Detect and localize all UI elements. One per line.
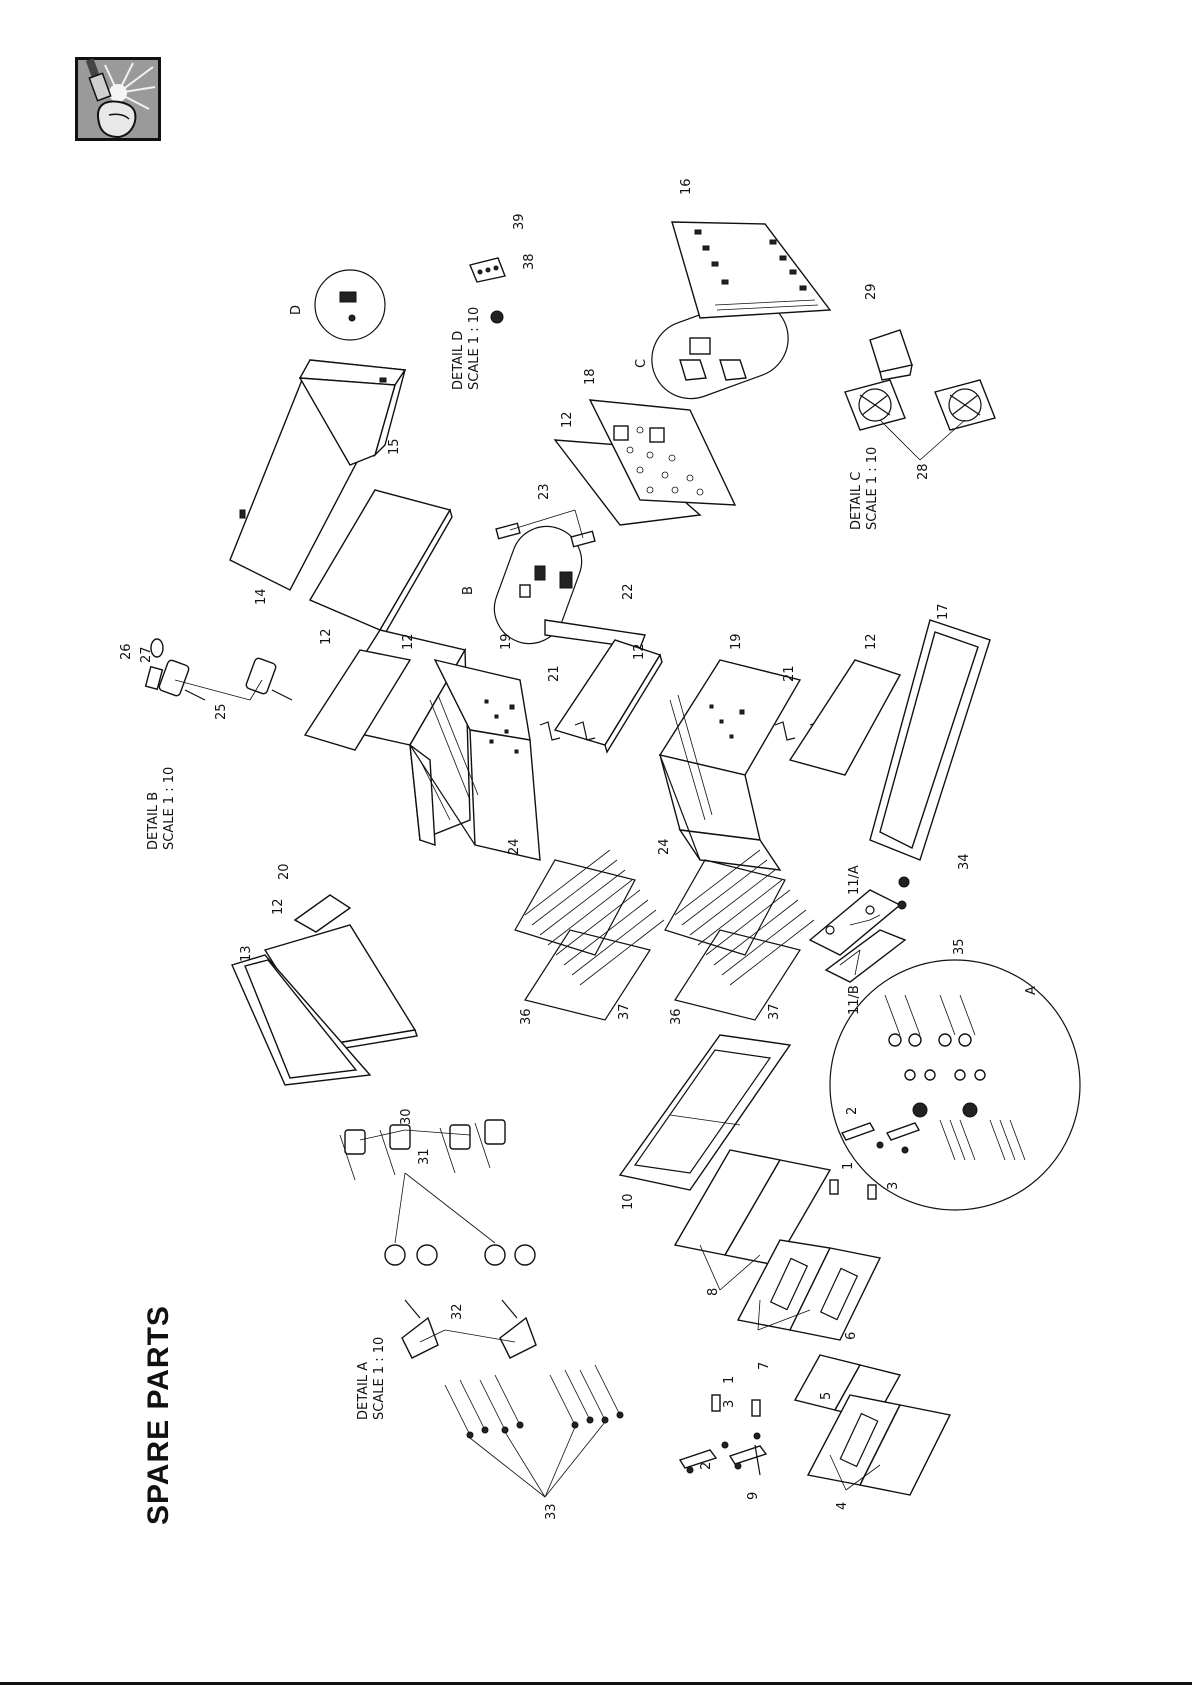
part-label-3-a: 3 (722, 1400, 737, 1408)
part-label-31: 31 (417, 1148, 432, 1165)
switch-part-39 (470, 258, 505, 282)
detail-d-callout (315, 270, 385, 340)
knob-part-38 (491, 311, 503, 323)
part-label-3-b: 3 (886, 1182, 901, 1190)
part-label-6: 6 (844, 1332, 859, 1340)
part-label-12-e: 12 (560, 411, 575, 428)
detail-marker-a: A (1024, 986, 1039, 995)
part-label-4: 4 (835, 1502, 850, 1510)
part-label-26: 26 (119, 643, 134, 660)
part-label-19-b: 19 (729, 633, 744, 650)
part-label-15: 15 (387, 438, 402, 455)
detail-a-title: DETAIL A (356, 1362, 371, 1420)
circuit-board-part-16 (672, 222, 830, 318)
part-label-18: 18 (583, 368, 598, 385)
part-label-5: 5 (819, 1392, 834, 1400)
part-label-10: 10 (621, 1193, 636, 1210)
part-label-32: 32 (450, 1303, 465, 1320)
part-label-34: 34 (957, 853, 972, 870)
part-label-9: 9 (746, 1492, 761, 1500)
detail-d-title: DETAIL D (451, 331, 466, 390)
detail-d-scale: SCALE 1 : 10 (467, 307, 482, 390)
part-label-27: 27 (139, 646, 154, 663)
detail-marker-b: B (461, 586, 476, 595)
cover-part-29 (870, 330, 912, 380)
part-label-24-a: 24 (507, 838, 522, 855)
detail-a-scale: SCALE 1 : 10 (372, 1337, 387, 1420)
racks-part-24-36-37-upper (515, 850, 664, 1020)
part-label-12-b: 12 (401, 633, 416, 650)
part-label-1-a: 1 (722, 1376, 737, 1384)
part-label-39: 39 (512, 213, 527, 230)
part-label-8: 8 (706, 1288, 721, 1296)
parts-34-35 (898, 877, 909, 909)
chamber-part-19-lower (660, 660, 800, 870)
racks-part-24-36-37-lower (665, 850, 814, 1020)
probes-part-33 (445, 1365, 623, 1438)
part-label-20: 20 (277, 863, 292, 880)
part-label-30: 30 (399, 1108, 414, 1125)
part-label-24-b: 24 (657, 838, 672, 855)
part-label-1-b: 1 (841, 1162, 856, 1170)
part-label-19-a: 19 (499, 633, 514, 650)
part-label-25: 25 (214, 703, 229, 720)
part-label-36-a: 36 (519, 1008, 534, 1025)
part-label-11a: 11/A (847, 865, 862, 895)
insulation-panel-part-12-e (790, 660, 900, 775)
part-label-37-b: 37 (767, 1003, 782, 1020)
part-label-22: 22 (621, 583, 636, 600)
part-label-12-d: 12 (864, 633, 879, 650)
part-label-16: 16 (679, 178, 694, 195)
detail-b-parts (146, 639, 292, 700)
part-label-17: 17 (936, 603, 951, 620)
part-label-37-a: 37 (617, 1003, 632, 1020)
part-label-21-a: 21 (547, 665, 562, 682)
handle-part-20 (295, 895, 350, 932)
fans-part-28 (845, 380, 995, 430)
detail-a-callout (830, 960, 1080, 1210)
part-label-36-b: 36 (669, 1008, 684, 1025)
trays-part-4 (808, 1395, 950, 1495)
part-label-14: 14 (254, 588, 269, 605)
part-label-28: 28 (916, 463, 931, 480)
part-label-21-b: 21 (782, 665, 797, 682)
detail-marker-d: D (289, 305, 304, 315)
detail-b-scale: SCALE 1 : 10 (162, 767, 177, 850)
frame-part-17 (870, 620, 990, 860)
part-label-12-a: 12 (319, 628, 334, 645)
part-label-38: 38 (522, 253, 537, 270)
part-label-7: 7 (757, 1362, 772, 1370)
part-label-2-b: 2 (845, 1107, 860, 1115)
part-label-29: 29 (864, 283, 879, 300)
part-label-11b: 11/B (847, 985, 862, 1015)
detail-c-title: DETAIL C (849, 472, 864, 530)
detail-marker-c: C (634, 359, 649, 368)
knobs-part-31 (385, 1245, 535, 1265)
part-label-35: 35 (952, 938, 967, 955)
part-label-13: 13 (239, 945, 254, 962)
part-label-12-c: 12 (632, 643, 647, 660)
rail-part-22 (545, 620, 645, 648)
detail-b-title: DETAIL B (146, 792, 161, 850)
part-label-2-a: 2 (699, 1462, 714, 1470)
lamps-part-32 (402, 1300, 536, 1358)
part-label-12-f: 12 (271, 898, 286, 915)
detail-c-scale: SCALE 1 : 10 (865, 447, 880, 530)
part-label-33: 33 (544, 1503, 559, 1520)
part-label-23: 23 (537, 483, 552, 500)
